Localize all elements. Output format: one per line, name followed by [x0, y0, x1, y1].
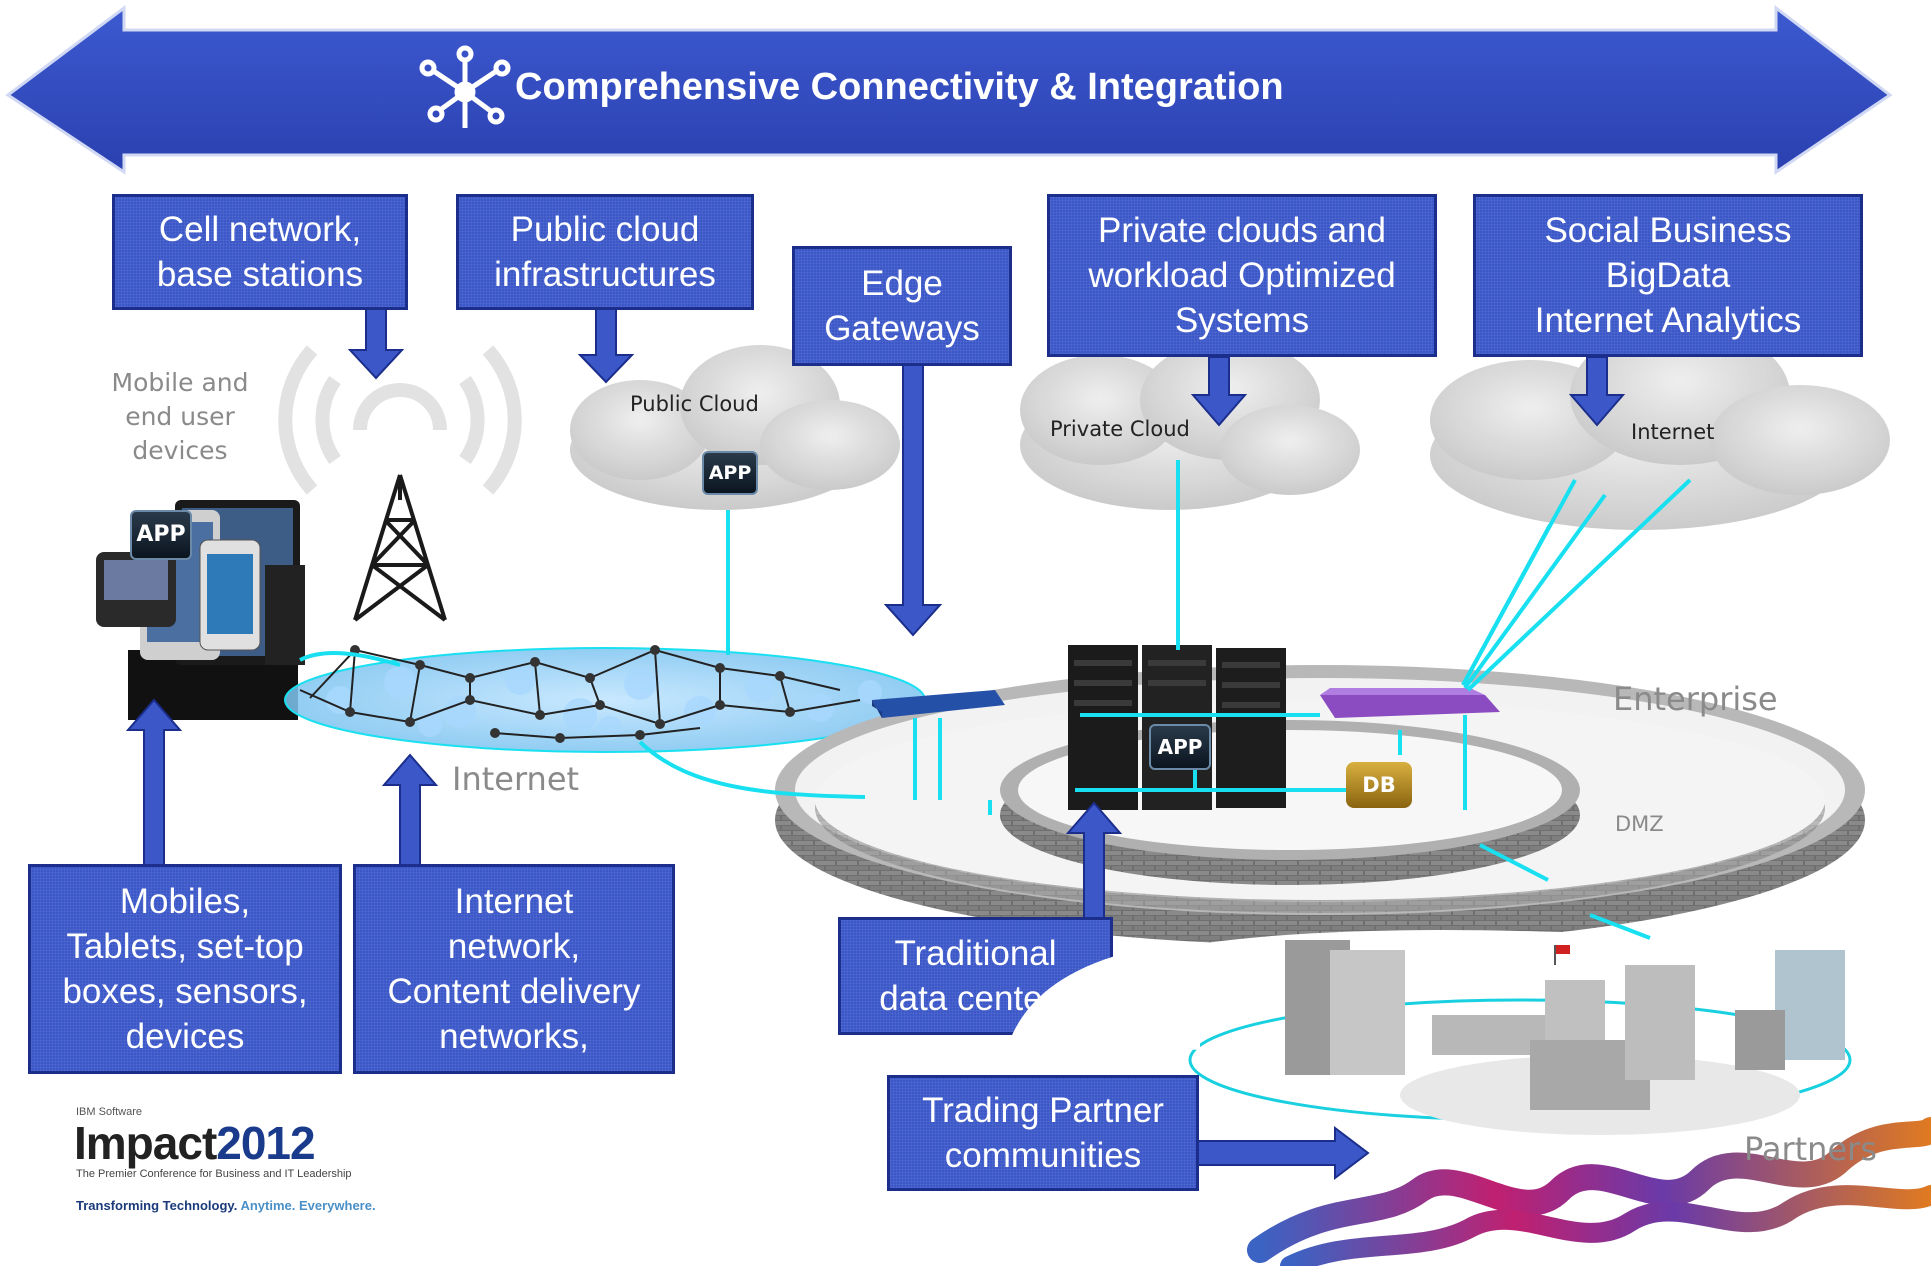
logo-tagline-b: Anytime. Everywhere.	[240, 1198, 376, 1213]
banner-title: Comprehensive Connectivity & Integration	[515, 66, 1284, 108]
internet-ring	[284, 645, 926, 753]
arrow-social-business	[1568, 356, 1626, 427]
logo-tagline-a: Transforming Technology.	[76, 1198, 238, 1213]
callout-line: base stations	[156, 255, 364, 294]
callout-line: Cell network,	[158, 210, 362, 249]
callout-public-cloud-infra: Public cloud infrastructures	[456, 194, 754, 310]
logo-impact: Impact2012	[74, 1116, 316, 1170]
callout-line: BigData	[1605, 256, 1731, 295]
callout-line: Systems	[1174, 301, 1310, 340]
callout-social-business: Social Business BigData Internet Analyti…	[1473, 194, 1863, 357]
network-switch-icon	[872, 690, 1005, 718]
callout-line: boxes, sensors,	[62, 972, 308, 1011]
connectivity-banner-arrow	[5, 4, 1893, 175]
cell-tower-icon	[353, 474, 447, 622]
public-cloud-icon	[570, 345, 900, 510]
label-internet-cloud: Internet	[1631, 420, 1715, 444]
network-links	[299, 460, 1692, 940]
callout-line: devices	[125, 1017, 245, 1056]
label-partners: Partners	[1744, 1130, 1877, 1168]
ribbon-decoration	[1247, 1117, 1931, 1266]
label-dmz: DMZ	[1615, 812, 1664, 836]
callout-line: data centers	[879, 979, 1072, 1018]
label-enterprise: Enterprise	[1613, 680, 1778, 718]
callout-trading-partner: Trading Partner communities	[887, 1075, 1199, 1191]
arrow-public-cloud	[577, 306, 635, 384]
callout-line: Public cloud	[510, 210, 700, 249]
mobile-devices-icon	[96, 500, 305, 720]
callout-traditional-dc: Traditional data centers	[838, 917, 1113, 1035]
callout-internet-network: Internet network, Content delivery netwo…	[353, 864, 675, 1074]
callout-line: communities	[944, 1136, 1142, 1175]
private-cloud-icon	[1020, 340, 1360, 510]
label-private-cloud: Private Cloud	[1050, 417, 1190, 441]
callout-line: Edge	[861, 264, 943, 303]
callout-mobiles: Mobiles, Tablets, set-top boxes, sensors…	[28, 864, 342, 1074]
logo-tagline: Transforming Technology. Anytime. Everyw…	[76, 1198, 376, 1213]
db-badge: DB	[1346, 762, 1412, 808]
logo-subtitle: The Premier Conference for Business and …	[76, 1168, 352, 1180]
callout-line: Gateways	[824, 309, 980, 348]
office-building-icon	[1285, 940, 1845, 1110]
label-line: Mobile and	[111, 368, 249, 397]
arrow-mobiles	[125, 698, 183, 866]
callout-edge-gateways: Edge Gateways	[792, 246, 1012, 366]
purple-switch-icon	[1320, 688, 1500, 718]
callout-line: Social Business	[1544, 211, 1792, 250]
label-line: end user	[125, 402, 235, 431]
app-badge-public-cloud: APP	[702, 451, 758, 495]
label-public-cloud: Public Cloud	[630, 392, 759, 416]
internet-cloud-icon	[1430, 325, 1890, 530]
signal-waves	[278, 345, 522, 495]
callout-private-clouds: Private clouds and workload Optimized Sy…	[1047, 194, 1437, 357]
callout-cell-network: Cell network, base stations	[112, 194, 408, 310]
callout-line: Trading Partner	[922, 1091, 1164, 1130]
callout-line: network,	[447, 927, 581, 966]
app-badge-devices: APP	[130, 510, 192, 560]
callout-line: networks,	[439, 1017, 589, 1056]
callout-line: Traditional	[894, 934, 1057, 973]
arrow-trading-partner	[1195, 1125, 1370, 1181]
callout-line: Mobiles,	[119, 882, 251, 921]
callout-line: Tablets, set-top	[66, 927, 304, 966]
arrow-internet-network	[381, 753, 439, 866]
arrow-edge-gateways	[883, 362, 943, 637]
hub-network-icon	[419, 45, 511, 128]
logo-name: Impact	[74, 1117, 217, 1169]
callout-line: workload Optimized	[1088, 256, 1396, 295]
arrow-private-clouds	[1190, 356, 1248, 427]
arrow-traditional-dc	[1065, 801, 1123, 921]
label-internet-ring: Internet	[452, 760, 580, 798]
logo-year: 2012	[216, 1117, 315, 1169]
callout-line: Internet Analytics	[1534, 301, 1802, 340]
arrow-cell-network	[347, 306, 405, 380]
callout-line: Content delivery	[387, 972, 641, 1011]
label-line: devices	[132, 436, 228, 465]
callout-line: Private clouds and	[1098, 211, 1386, 250]
callout-line: infrastructures	[494, 255, 716, 294]
logo-ibm-software: IBM Software	[76, 1106, 143, 1118]
callout-line: Internet	[454, 882, 574, 921]
app-badge-datacenter: APP	[1149, 724, 1211, 770]
label-mobile-devices: Mobile and end user devices	[110, 366, 250, 468]
